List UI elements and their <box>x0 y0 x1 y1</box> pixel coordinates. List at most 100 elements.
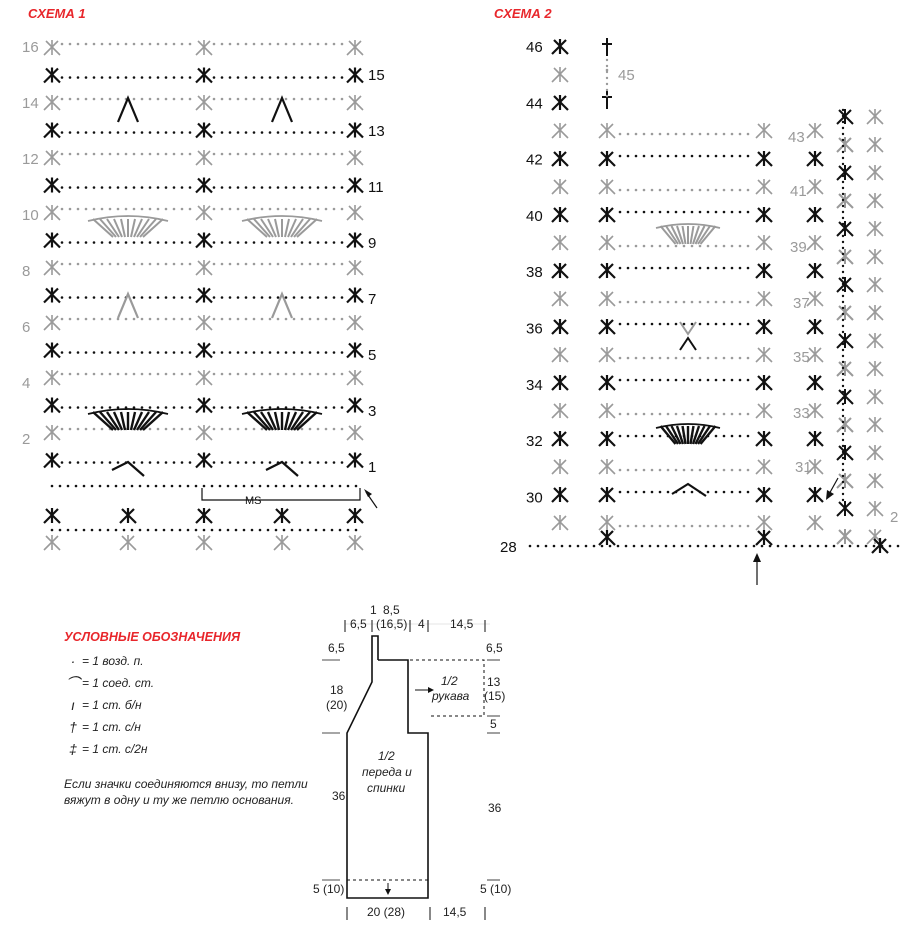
stitch-cluster <box>866 361 884 377</box>
body-label-2: переда и <box>362 765 412 779</box>
row-number: 1 <box>368 459 376 476</box>
stitch-cluster <box>43 232 61 249</box>
chain-dots <box>60 131 192 134</box>
stitch-cluster <box>755 291 773 307</box>
chain-dots <box>618 210 750 214</box>
start-arrow <box>753 553 761 585</box>
stitch-cluster <box>598 403 616 419</box>
stitch-cluster <box>551 403 569 419</box>
row-number: 31 <box>795 459 812 476</box>
chain-dots <box>212 131 344 134</box>
legend-item: ı= 1 ст. б/н <box>64 694 334 716</box>
turn-arrow <box>826 477 839 500</box>
stitch-cluster <box>755 179 773 195</box>
chain-dots <box>212 42 344 46</box>
row-number: 7 <box>368 291 376 308</box>
row-number: 33 <box>793 405 810 422</box>
stitch-cluster <box>598 207 616 223</box>
row-number: 16 <box>22 39 39 56</box>
dim-right-5: 36 <box>488 801 502 815</box>
stitch-cluster <box>346 232 364 249</box>
stitch-cluster <box>806 263 824 279</box>
dim-right-3: (15) <box>484 689 505 703</box>
stitch-cluster <box>43 315 61 331</box>
stitch-cluster <box>866 445 884 461</box>
stitch-cluster <box>273 508 291 524</box>
stitch-cluster <box>836 501 854 517</box>
stitch-cluster <box>195 122 213 139</box>
stitch-cluster <box>346 452 364 469</box>
chain-dots <box>60 152 192 156</box>
stitch-cluster <box>755 515 773 531</box>
stitch-cluster <box>836 473 854 489</box>
stitch-cluster <box>346 315 364 331</box>
dim-right-6: 5 (10) <box>480 882 511 896</box>
stitch-cluster <box>195 397 213 414</box>
stitch-cluster <box>43 205 61 221</box>
legend-item: ‡= 1 ст. с/2н <box>64 738 334 760</box>
stitch-cluster <box>866 305 884 321</box>
stitch-cluster <box>806 347 824 363</box>
stitch-cluster <box>755 207 773 223</box>
stitch-cluster <box>866 137 884 153</box>
stitch-cluster <box>806 459 824 475</box>
stitch-cluster <box>755 319 773 335</box>
row-number: 30 <box>526 489 543 506</box>
stitch-cluster <box>836 445 854 461</box>
chain-dots <box>60 296 192 299</box>
stitch-cluster <box>551 235 569 251</box>
dim-left-3: (20) <box>326 698 347 712</box>
chain-dots <box>618 524 750 528</box>
chain-dots <box>618 378 750 382</box>
dim-bottom-2: 14,5 <box>443 905 467 919</box>
chain-dots <box>212 351 344 354</box>
stitch-cluster <box>598 530 616 546</box>
chain-dots <box>60 207 192 211</box>
stitch-cluster <box>836 193 854 209</box>
row-number: 9 <box>368 235 376 252</box>
stitch-cluster <box>598 151 616 167</box>
stitch-cluster <box>755 403 773 419</box>
stitch-cluster <box>346 397 364 414</box>
stitch-cluster <box>195 205 213 221</box>
stitch-cluster <box>551 319 569 335</box>
chain-dots <box>618 322 750 326</box>
chain-dots <box>212 296 344 299</box>
row-number: 44 <box>526 95 543 112</box>
stitch-cluster <box>551 263 569 279</box>
stitch-cluster <box>598 179 616 195</box>
stitch-cluster <box>551 487 569 503</box>
stitch-cluster <box>806 375 824 391</box>
stitch-cluster <box>598 319 616 335</box>
stitch-cluster <box>43 95 61 111</box>
stitch-cluster <box>598 123 616 139</box>
row-number: 6 <box>22 319 30 336</box>
chain-dots <box>212 186 344 189</box>
chain-dots <box>60 42 192 46</box>
shell-fan <box>241 215 323 238</box>
chain-stitch-icon: · <box>70 653 76 669</box>
treble-crochet-icon: ‡ <box>69 741 77 757</box>
stitch-cluster <box>43 397 61 414</box>
stitch-cluster <box>346 287 364 304</box>
stitch-cluster <box>836 305 854 321</box>
chain-dots <box>212 76 344 79</box>
stitch-cluster <box>836 165 854 181</box>
legend-item: ⌒= 1 соед. ст. <box>66 675 155 691</box>
row-number: 4 <box>22 375 30 392</box>
stitch-cluster <box>195 535 213 551</box>
stitch-cluster <box>43 452 61 469</box>
chain-dots <box>618 412 750 416</box>
chain-dots <box>528 544 900 548</box>
row-number: 3 <box>368 403 376 420</box>
stitch-cluster <box>866 417 884 433</box>
dim-bottom-1: 20 (28) <box>367 905 405 919</box>
single-crochet-icon: ı <box>71 697 75 713</box>
stitch-cluster <box>551 67 569 83</box>
row-number: 35 <box>793 349 810 366</box>
row-number: 11 <box>368 179 384 196</box>
chain-dots <box>212 317 344 321</box>
row-number: 8 <box>22 263 30 280</box>
stitch-cluster <box>195 287 213 304</box>
